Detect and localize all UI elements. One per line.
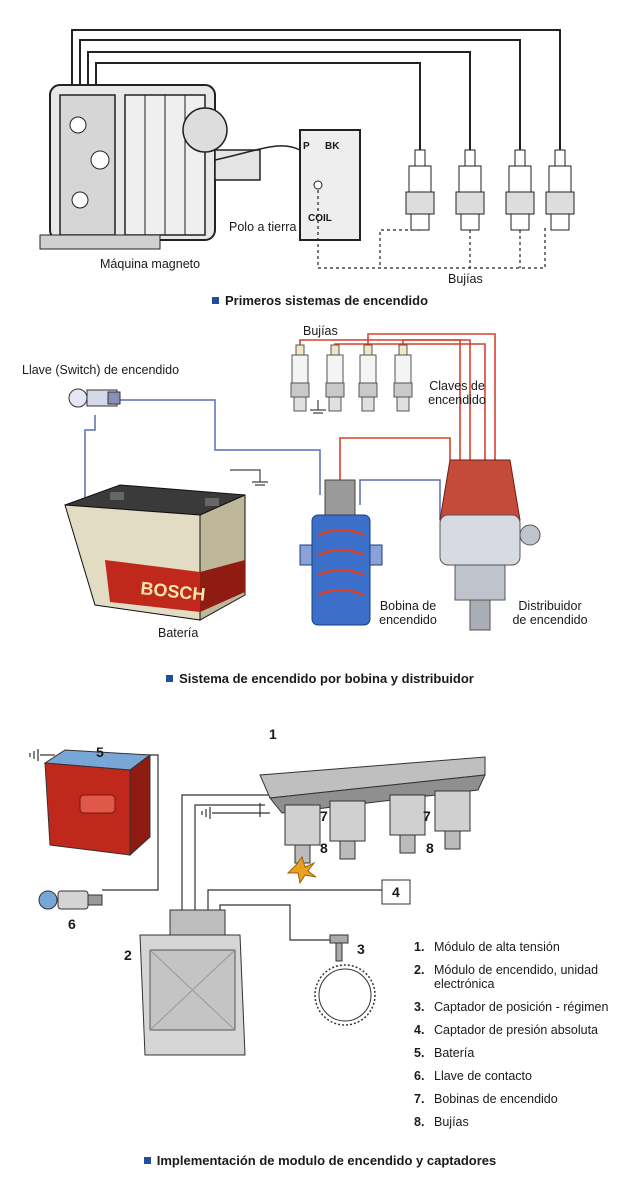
plugs-label-2: Bujías: [303, 324, 338, 338]
magneto-label: Máquina magneto: [100, 257, 201, 271]
keys-label-2: encendido: [428, 393, 486, 407]
magneto-machine: [39, 84, 261, 250]
caption-text: Primeros sistemas de encendido: [224, 293, 429, 308]
coil-distributor-diagram: BOSCH Bujías Llave (Switch) de encendido…: [0, 320, 640, 695]
callout-8a: 8: [320, 840, 328, 856]
ignition-coil: [299, 479, 383, 626]
callout-2: 2: [124, 947, 132, 963]
distributor-label-2: de encendido: [512, 613, 588, 627]
callout-7b: 7: [423, 808, 431, 824]
legend-item: 1.Módulo de alta tensión: [414, 940, 560, 954]
caption-bullet: [143, 1157, 151, 1165]
caption-bullet: [166, 675, 174, 683]
early-ignition-diagram: P BK COIL Máquina magneto Polo a tierra …: [0, 0, 640, 320]
battery-5: [43, 749, 152, 857]
ground-wires: [317, 190, 546, 269]
coil-text-label: COIL: [308, 213, 332, 224]
battery-illustration: BOSCH: [64, 484, 246, 621]
callout-3: 3: [357, 941, 365, 957]
magneto-wires: [71, 29, 561, 150]
coil-bk-label: BK: [325, 141, 340, 152]
callout-5: 5: [96, 744, 104, 760]
distributor: [439, 459, 541, 631]
coil-box: [299, 129, 361, 241]
caption-bullet: [211, 297, 219, 305]
high-voltage-module: [259, 756, 486, 885]
ignition-switch: [68, 388, 121, 408]
callout-7a: 7: [320, 808, 328, 824]
keys-label-1: Claves de: [429, 379, 485, 393]
legend-item: 5.Batería: [414, 1046, 475, 1060]
pressure-sensor-box: [381, 879, 411, 905]
switch-label: Llave (Switch) de encendido: [22, 363, 180, 377]
spark-plugs: [405, 149, 575, 231]
callout-6: 6: [68, 916, 76, 932]
coil-label-1: Bobina de: [379, 599, 437, 613]
spark-plugs-2: [290, 344, 413, 412]
legend-item: 3.Captador de posición - régimen: [414, 1000, 609, 1014]
key-switch-6: [38, 890, 103, 910]
legend-item: 2.Módulo de encendido, unidad electrónic…: [414, 963, 599, 991]
plugs-label: Bujías: [448, 272, 483, 286]
legend-list: 1.Módulo de alta tensión 2.Módulo de enc…: [414, 940, 624, 1138]
low-voltage-wires: [84, 399, 441, 520]
coil-distributor-drawing: BOSCH: [64, 333, 541, 631]
caption-early-systems: Primeros sistemas de encendido: [0, 293, 640, 308]
caption-text: Implementación de modulo de encendido y …: [156, 1153, 497, 1168]
callout-1: 1: [269, 726, 277, 742]
coil-p-label: P: [303, 141, 310, 152]
legend-item: 8.Bujías: [414, 1115, 469, 1129]
callout-4: 4: [392, 884, 400, 900]
legend-item: 6.Llave de contacto: [414, 1069, 532, 1083]
electronic-module-drawing: [29, 749, 486, 1056]
position-sensor: [314, 934, 376, 1026]
battery-label: Batería: [158, 626, 199, 640]
legend-item: 4.Captador de presión absoluta: [414, 1023, 599, 1037]
legend-item: 7.Bobinas de encendido: [414, 1092, 558, 1106]
ignition-control-unit: [139, 909, 246, 1056]
caption-text: Sistema de encendido por bobina y distri…: [179, 671, 474, 686]
caption-electronic-module: Implementación de modulo de encendido y …: [0, 1153, 640, 1168]
coil-label-2: encendido: [379, 613, 437, 627]
electronic-module-diagram: 1 2 3 4 5 6 7 7 8 8 1.Módulo de alta ten…: [0, 695, 640, 1184]
early-ignition-drawing: [39, 29, 575, 269]
callout-8b: 8: [426, 840, 434, 856]
ground-label: Polo a tierra: [229, 220, 297, 234]
caption-coil-distributor: Sistema de encendido por bobina y distri…: [0, 671, 640, 686]
distributor-label-1: Distribuidor: [518, 599, 582, 613]
